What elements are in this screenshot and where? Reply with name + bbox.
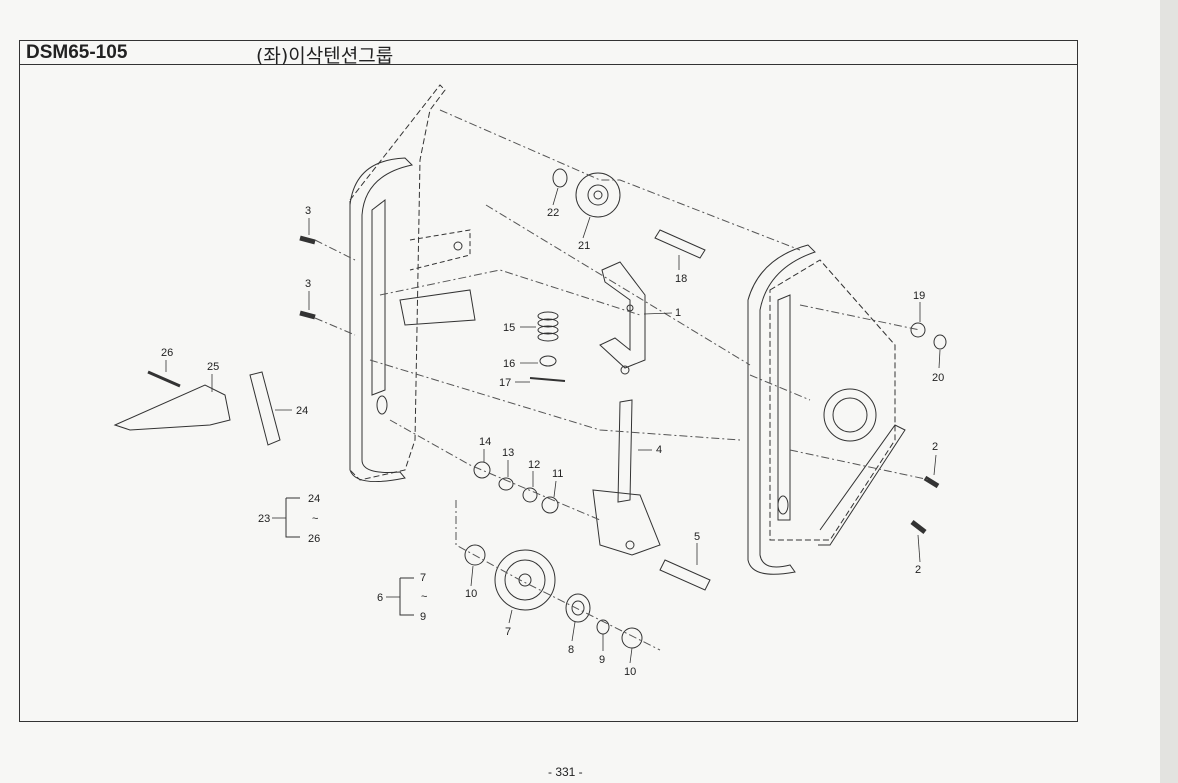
screw-2b bbox=[910, 520, 927, 534]
label-7: 7 bbox=[505, 626, 511, 638]
right-side-plate bbox=[747, 244, 906, 575]
screw-3b bbox=[299, 310, 316, 320]
label-2a: 2 bbox=[932, 441, 938, 453]
label-21: 21 bbox=[578, 240, 590, 252]
lever-25 bbox=[113, 384, 231, 431]
label-8: 8 bbox=[568, 644, 574, 656]
washer-13 bbox=[498, 477, 514, 491]
label-11: 11 bbox=[552, 468, 563, 480]
snap-ring-9 bbox=[596, 619, 610, 635]
label-17: 17 bbox=[499, 377, 511, 389]
part-labels: 1 2 2 3 3 4 5 6 7 8 9 10 10 11 12 13 14 … bbox=[161, 205, 944, 678]
label-4: 4 bbox=[656, 444, 662, 456]
label-22: 22 bbox=[547, 207, 559, 219]
pin-17 bbox=[529, 377, 566, 382]
label-5: 5 bbox=[694, 531, 700, 543]
label-6: 6 bbox=[377, 592, 383, 604]
washer-16 bbox=[539, 355, 557, 367]
label-13: 13 bbox=[502, 447, 514, 459]
roller-7 bbox=[494, 549, 556, 611]
group-23-mid: ~ bbox=[312, 513, 318, 525]
label-9: 9 bbox=[599, 654, 605, 666]
page-title: (좌)이삭텐션그룹 bbox=[256, 45, 394, 67]
group-6-top: 7 bbox=[420, 572, 426, 584]
left-side-plate bbox=[349, 84, 476, 483]
label-26: 26 bbox=[161, 347, 173, 359]
label-23: 23 bbox=[258, 513, 270, 525]
label-3b: 3 bbox=[305, 278, 311, 290]
nut-14 bbox=[473, 461, 491, 479]
stud-bolt-5 bbox=[659, 559, 711, 591]
collar-10b bbox=[621, 627, 643, 649]
label-14: 14 bbox=[479, 436, 491, 448]
bearing-8 bbox=[565, 593, 591, 623]
bracket-1 bbox=[599, 261, 646, 375]
snap-ring-22 bbox=[552, 168, 568, 188]
label-24: 24 bbox=[296, 405, 308, 417]
header-bar: DSM65-105 (좌)이삭텐션그룹 bbox=[20, 41, 1077, 67]
spring-15 bbox=[537, 311, 559, 342]
label-18: 18 bbox=[675, 273, 687, 285]
label-1: 1 bbox=[675, 307, 681, 319]
group-23-top: 24 bbox=[308, 493, 320, 505]
label-15: 15 bbox=[503, 322, 515, 334]
label-2b: 2 bbox=[915, 564, 921, 576]
label-10b: 10 bbox=[624, 666, 636, 678]
group-6-mid: ~ bbox=[421, 591, 427, 603]
collar-12 bbox=[522, 487, 538, 503]
label-12: 12 bbox=[528, 459, 540, 471]
screw-3a bbox=[299, 235, 316, 245]
label-10a: 10 bbox=[465, 588, 477, 600]
page-number: - 331 - bbox=[548, 765, 583, 779]
bushing-11 bbox=[541, 496, 559, 514]
sprocket-21 bbox=[575, 172, 621, 218]
pin-26 bbox=[147, 370, 181, 388]
group-6-bracket bbox=[399, 577, 414, 616]
tension-rod-4 bbox=[592, 399, 661, 556]
scan-edge-shadow bbox=[1160, 0, 1178, 783]
group-6-bottom: 9 bbox=[420, 611, 426, 623]
shaft-18 bbox=[654, 229, 706, 259]
washer-19 bbox=[910, 322, 926, 338]
label-3a: 3 bbox=[305, 205, 311, 217]
label-16: 16 bbox=[503, 358, 515, 370]
label-20: 20 bbox=[932, 372, 944, 384]
model-number: DSM65-105 bbox=[26, 42, 128, 63]
label-19: 19 bbox=[913, 290, 925, 302]
group-23-bottom: 26 bbox=[308, 533, 320, 545]
nut-20 bbox=[933, 334, 947, 350]
chain-24 bbox=[249, 371, 281, 446]
page-frame: DSM65-105 (좌)이삭텐션그룹 bbox=[19, 40, 1078, 722]
label-25: 25 bbox=[207, 361, 219, 373]
collar-10a bbox=[464, 544, 486, 566]
group-23-bracket bbox=[285, 497, 300, 538]
leader-lines bbox=[165, 187, 941, 664]
